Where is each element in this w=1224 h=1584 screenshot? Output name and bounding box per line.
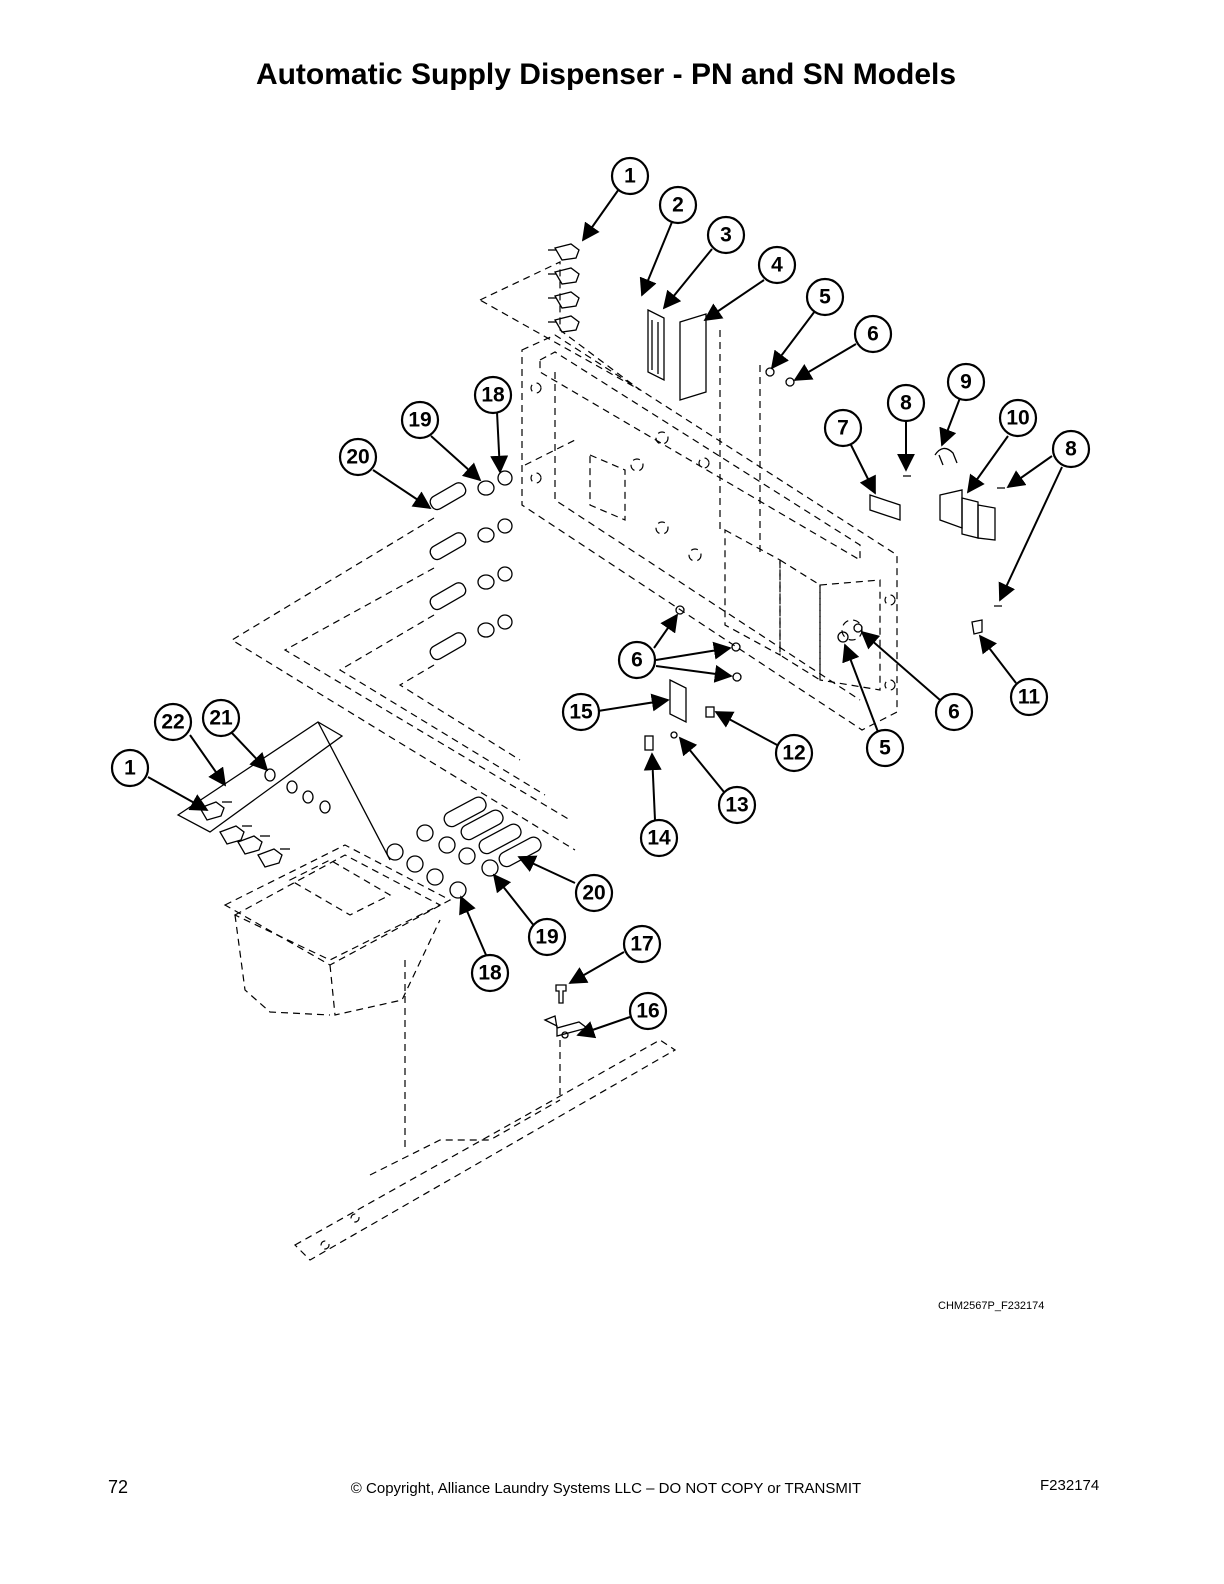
callout-20-upper: 20 [338,437,378,477]
svg-text:14: 14 [647,827,671,850]
callout-8-right: 8 [1051,429,1091,469]
copyright-notice: © Copyright, Alliance Laundry Systems LL… [350,1480,862,1497]
callout-9: 9 [946,362,986,402]
svg-text:20: 20 [582,882,605,905]
callout-1-lower: 1 [110,748,150,788]
svg-text:3: 3 [720,224,732,247]
svg-text:17: 17 [630,933,653,956]
upper-panel-outline [478,261,898,731]
callout-13: 13 [717,785,757,825]
callout-18-upper: 18 [473,375,513,415]
svg-text:19: 19 [408,409,431,432]
callout-6-right: 6 [934,692,974,732]
svg-text:1: 1 [624,165,636,188]
svg-text:5: 5 [879,737,891,760]
svg-text:9: 9 [960,371,972,394]
callout-17: 17 [622,924,662,964]
callout-6-middle: 6 [617,640,657,680]
callout-11: 11 [1009,677,1049,717]
callout-18-lower: 18 [470,953,510,993]
diagram-reference-code: CHM2567P_F232174 [938,1300,1045,1312]
svg-text:18: 18 [478,962,502,985]
callout-16: 16 [628,991,668,1031]
hose-pieces-lower [386,796,542,899]
connector-block [869,494,901,521]
svg-text:16: 16 [636,1000,659,1023]
svg-text:6: 6 [948,701,960,724]
svg-text:11: 11 [1018,686,1041,709]
callout-14: 14 [639,818,679,858]
callout-4: 4 [757,245,797,285]
hose-routing-lines [230,330,761,851]
svg-text:20: 20 [346,446,369,469]
callout-5-lower: 5 [865,728,905,768]
wiring-connector [669,678,687,724]
callout-6-upper: 6 [853,314,893,354]
circuit-board [679,313,707,401]
svg-text:18: 18 [481,384,505,407]
screw-and-bracket [543,984,589,1039]
svg-text:15: 15 [569,701,593,724]
hose-elbow-fittings-lower [199,768,331,868]
callout-10: 10 [998,398,1038,438]
svg-text:22: 22 [161,711,184,734]
clip-bracket [934,447,958,466]
terminal-strip [647,308,665,382]
svg-text:7: 7 [837,417,849,440]
callout-21: 21 [201,698,241,738]
callout-19-lower: 19 [527,917,567,957]
page-number: 72 [108,1477,129,1497]
small-hardware [644,367,1005,751]
svg-text:13: 13 [725,794,748,817]
small-bracket [971,619,983,635]
svg-text:12: 12 [782,742,805,765]
svg-text:5: 5 [819,286,831,309]
callout-5-upper: 5 [805,277,845,317]
callout-7: 7 [823,408,863,448]
callout-12: 12 [774,733,814,773]
callout-8-left: 8 [886,383,926,423]
svg-text:8: 8 [1065,438,1077,461]
svg-text:10: 10 [1006,407,1029,430]
page-title: Automatic Supply Dispenser - PN and SN M… [255,58,957,91]
document-code: F232174 [1040,1477,1100,1494]
svg-text:1: 1 [124,757,136,780]
svg-text:2: 2 [672,194,684,217]
callout-3: 3 [706,215,746,255]
callout-22: 22 [153,702,193,742]
callout-leaders [147,188,1063,1039]
svg-text:8: 8 [900,392,912,415]
relay-block [939,489,996,541]
callout-2: 2 [658,185,698,225]
svg-text:19: 19 [535,926,558,949]
lower-dispenser-outline [176,721,677,1261]
svg-text:21: 21 [209,707,233,730]
callout-15: 15 [561,692,601,732]
svg-text:6: 6 [867,323,879,346]
svg-text:4: 4 [771,254,783,277]
svg-text:6: 6 [631,649,643,672]
hose-elbow-fittings-upper [548,243,580,333]
callout-19-upper: 19 [400,400,440,440]
callout-20-lower: 20 [574,873,614,913]
hose-pieces-upper [429,470,513,661]
callout-1-upper: 1 [610,156,650,196]
